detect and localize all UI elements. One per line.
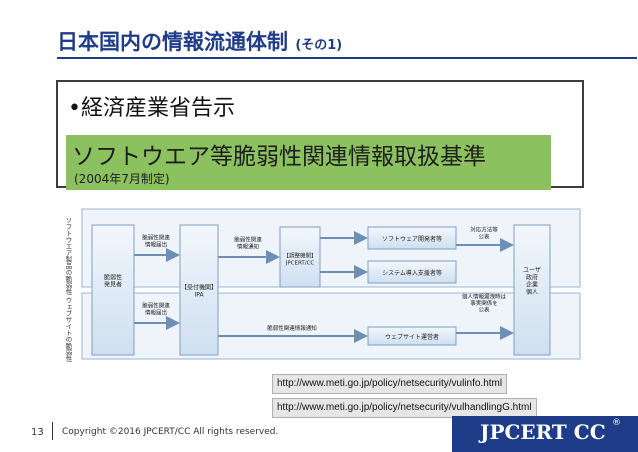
lane-web (81, 292, 581, 360)
node-jpcert (279, 226, 321, 288)
node-jpcert-label: 【調整機関】JPCERT/CC (283, 252, 316, 267)
logo-band (452, 416, 638, 452)
copyright-text: Copyright ©2016 JPCERT/CC All rights res… (62, 427, 279, 437)
reference-link-vulinfo[interactable]: http://www.meti.go.jp/policy/netsecurity… (272, 374, 508, 394)
jpcert-logo: JPCERT CC (480, 420, 606, 444)
lane-web-label: ウェブサイトの脆弱性 (64, 297, 72, 364)
node-integrator (367, 260, 457, 284)
node-developer-label: ソフトウェア開発者等 (382, 235, 442, 243)
information-flow-diagram: ソフトウエア製品の脆弱性 ウェブサイトの脆弱性 脆弱性発見者 【受付機関】IPA… (64, 208, 581, 364)
lane-software (81, 208, 581, 288)
edge-report-web-label: 脆弱性関連情報届出 (142, 302, 170, 317)
notice-bullet: •経済産業省告示 (68, 96, 235, 121)
highlight-title: ソフトウエア等脆弱性関連情報取扱基準 (72, 144, 486, 170)
highlight-box (66, 135, 551, 190)
node-users-label: ユーザ政府企業個人 (523, 267, 541, 296)
slide-title: 日本国内の情報流通体制 (その1) (57, 26, 342, 56)
footer-separator (52, 422, 53, 440)
page-number: 13 (31, 427, 44, 438)
node-integrator-label: システム導入支援者等 (382, 269, 442, 277)
node-discoverer (91, 224, 135, 356)
edge-notify-web-label: 脆弱性関連情報通知 (267, 324, 317, 332)
edge-notify-software-label: 脆弱性関連情報通知 (234, 236, 262, 251)
reference-link-vulhandling[interactable]: http://www.meti.go.jp/policy/netsecurity… (272, 398, 537, 418)
edge-publish-software-label: 対応方法等公表 (470, 226, 498, 241)
node-webadmin (367, 326, 457, 346)
highlight-subtitle: (2004年7月制定) (74, 172, 170, 186)
registered-mark: ® (612, 418, 621, 428)
node-developer (367, 226, 457, 250)
node-webadmin-label: ウェブサイト運営者 (385, 333, 439, 341)
edge-publish-web-label: 個人情報漏洩時は事実関係を公表 (462, 292, 507, 313)
title-underline (57, 57, 637, 59)
edge-report-software-label: 脆弱性関連情報届出 (142, 234, 170, 249)
slide-title-sub: (その1) (295, 38, 343, 53)
slide-title-main: 日本国内の情報流通体制 (57, 30, 288, 54)
node-users (513, 224, 551, 356)
node-discoverer-label: 脆弱性発見者 (104, 273, 122, 288)
lane-software-label: ソフトウエア製品の脆弱性 (64, 217, 72, 296)
node-ipa (179, 224, 219, 356)
node-ipa-label: 【受付機関】IPA (181, 283, 217, 298)
